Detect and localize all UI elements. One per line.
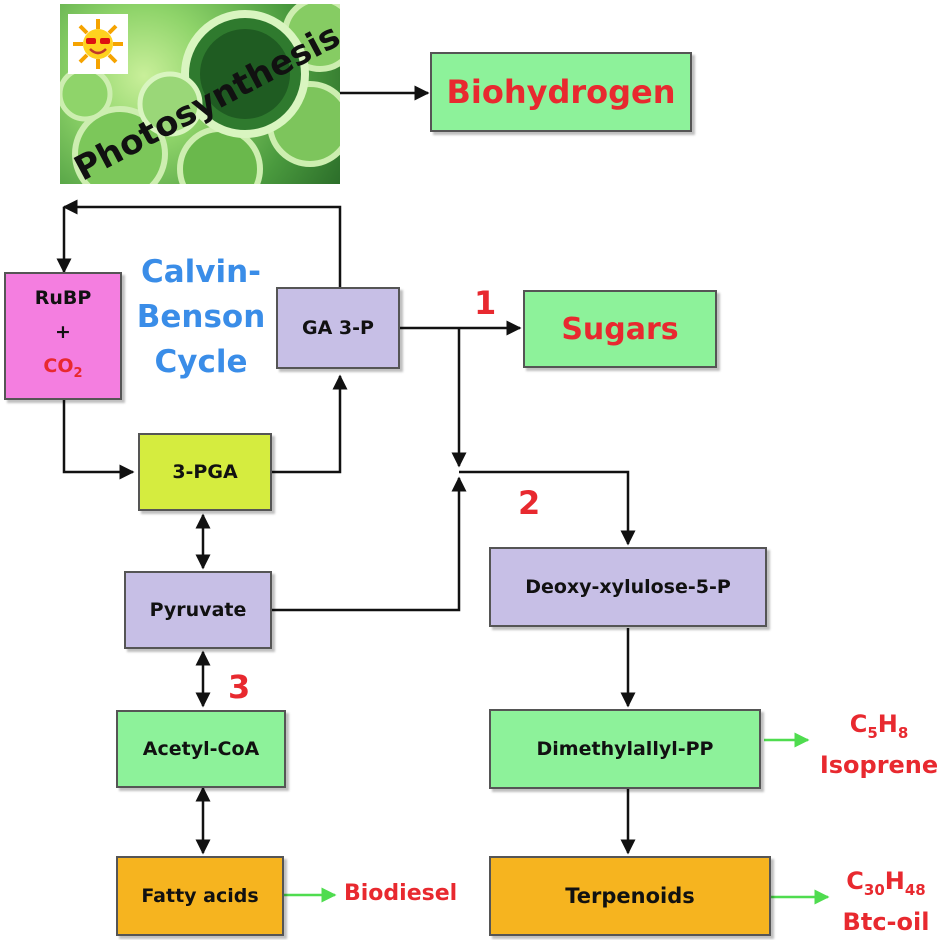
rubp-label: RuBP [34, 287, 92, 310]
dimethylallyl-pp-box: Dimethylallyl-PP [489, 709, 761, 789]
sugars-box: Sugars [523, 290, 717, 368]
calvin-benson-cycle-label: Calvin- Benson Cycle [126, 250, 276, 385]
co2-label: CO2 [43, 355, 83, 381]
fatty-acids-box: Fatty acids [116, 856, 284, 936]
btc-oil-product: C30H48 Btc-oil [830, 865, 942, 938]
acetyl-coa-label: Acetyl-CoA [142, 738, 260, 760]
biohydrogen-label: Biohydrogen [446, 73, 676, 111]
fatty-acids-label: Fatty acids [141, 885, 259, 907]
calvin-line-1: Calvin- [140, 254, 262, 290]
calvin-line-2: Benson [136, 299, 266, 335]
biohydrogen-box: Biohydrogen [430, 52, 692, 132]
isoprene-label: Isoprene [819, 750, 939, 779]
pathway-number-2: 2 [518, 484, 541, 522]
terpenoids-label: Terpenoids [565, 884, 695, 908]
plus-label: + [55, 321, 71, 344]
pyruvate-label: Pyruvate [149, 599, 247, 621]
3pga-label: 3-PGA [172, 461, 238, 483]
pathway-number-3: 3 [228, 668, 251, 706]
btc-oil-formula: C30H48 [846, 867, 926, 899]
acetyl-coa-box: Acetyl-CoA [116, 710, 286, 788]
ga3p-label: GA 3-P [302, 317, 374, 339]
sun-icon [68, 14, 128, 74]
algae-cells-illustration [60, 4, 340, 184]
ga3p-box: GA 3-P [276, 287, 400, 369]
pathway-number-1: 1 [474, 284, 497, 322]
terpenoids-box: Terpenoids [489, 856, 771, 936]
btc-oil-label: Btc-oil [842, 907, 930, 936]
pyruvate-box: Pyruvate [124, 571, 272, 649]
sugars-label: Sugars [561, 311, 679, 347]
dimethylallyl-pp-label: Dimethylallyl-PP [536, 738, 714, 760]
deoxy-xylulose-box: Deoxy-xylulose-5-P [489, 547, 767, 627]
biodiesel-label: Biodiesel [344, 881, 458, 906]
deoxy-xylulose-label: Deoxy-xylulose-5-P [525, 576, 731, 598]
isoprene-formula: C5H8 [849, 710, 909, 742]
isoprene-product: C5H8 Isoprene [816, 708, 942, 781]
rubp-co2-box: RuBP + CO2 [4, 272, 122, 400]
3pga-box: 3-PGA [138, 433, 272, 511]
calvin-line-3: Cycle [154, 344, 248, 380]
photosynthesis-image: Photosynthesis [60, 4, 340, 184]
